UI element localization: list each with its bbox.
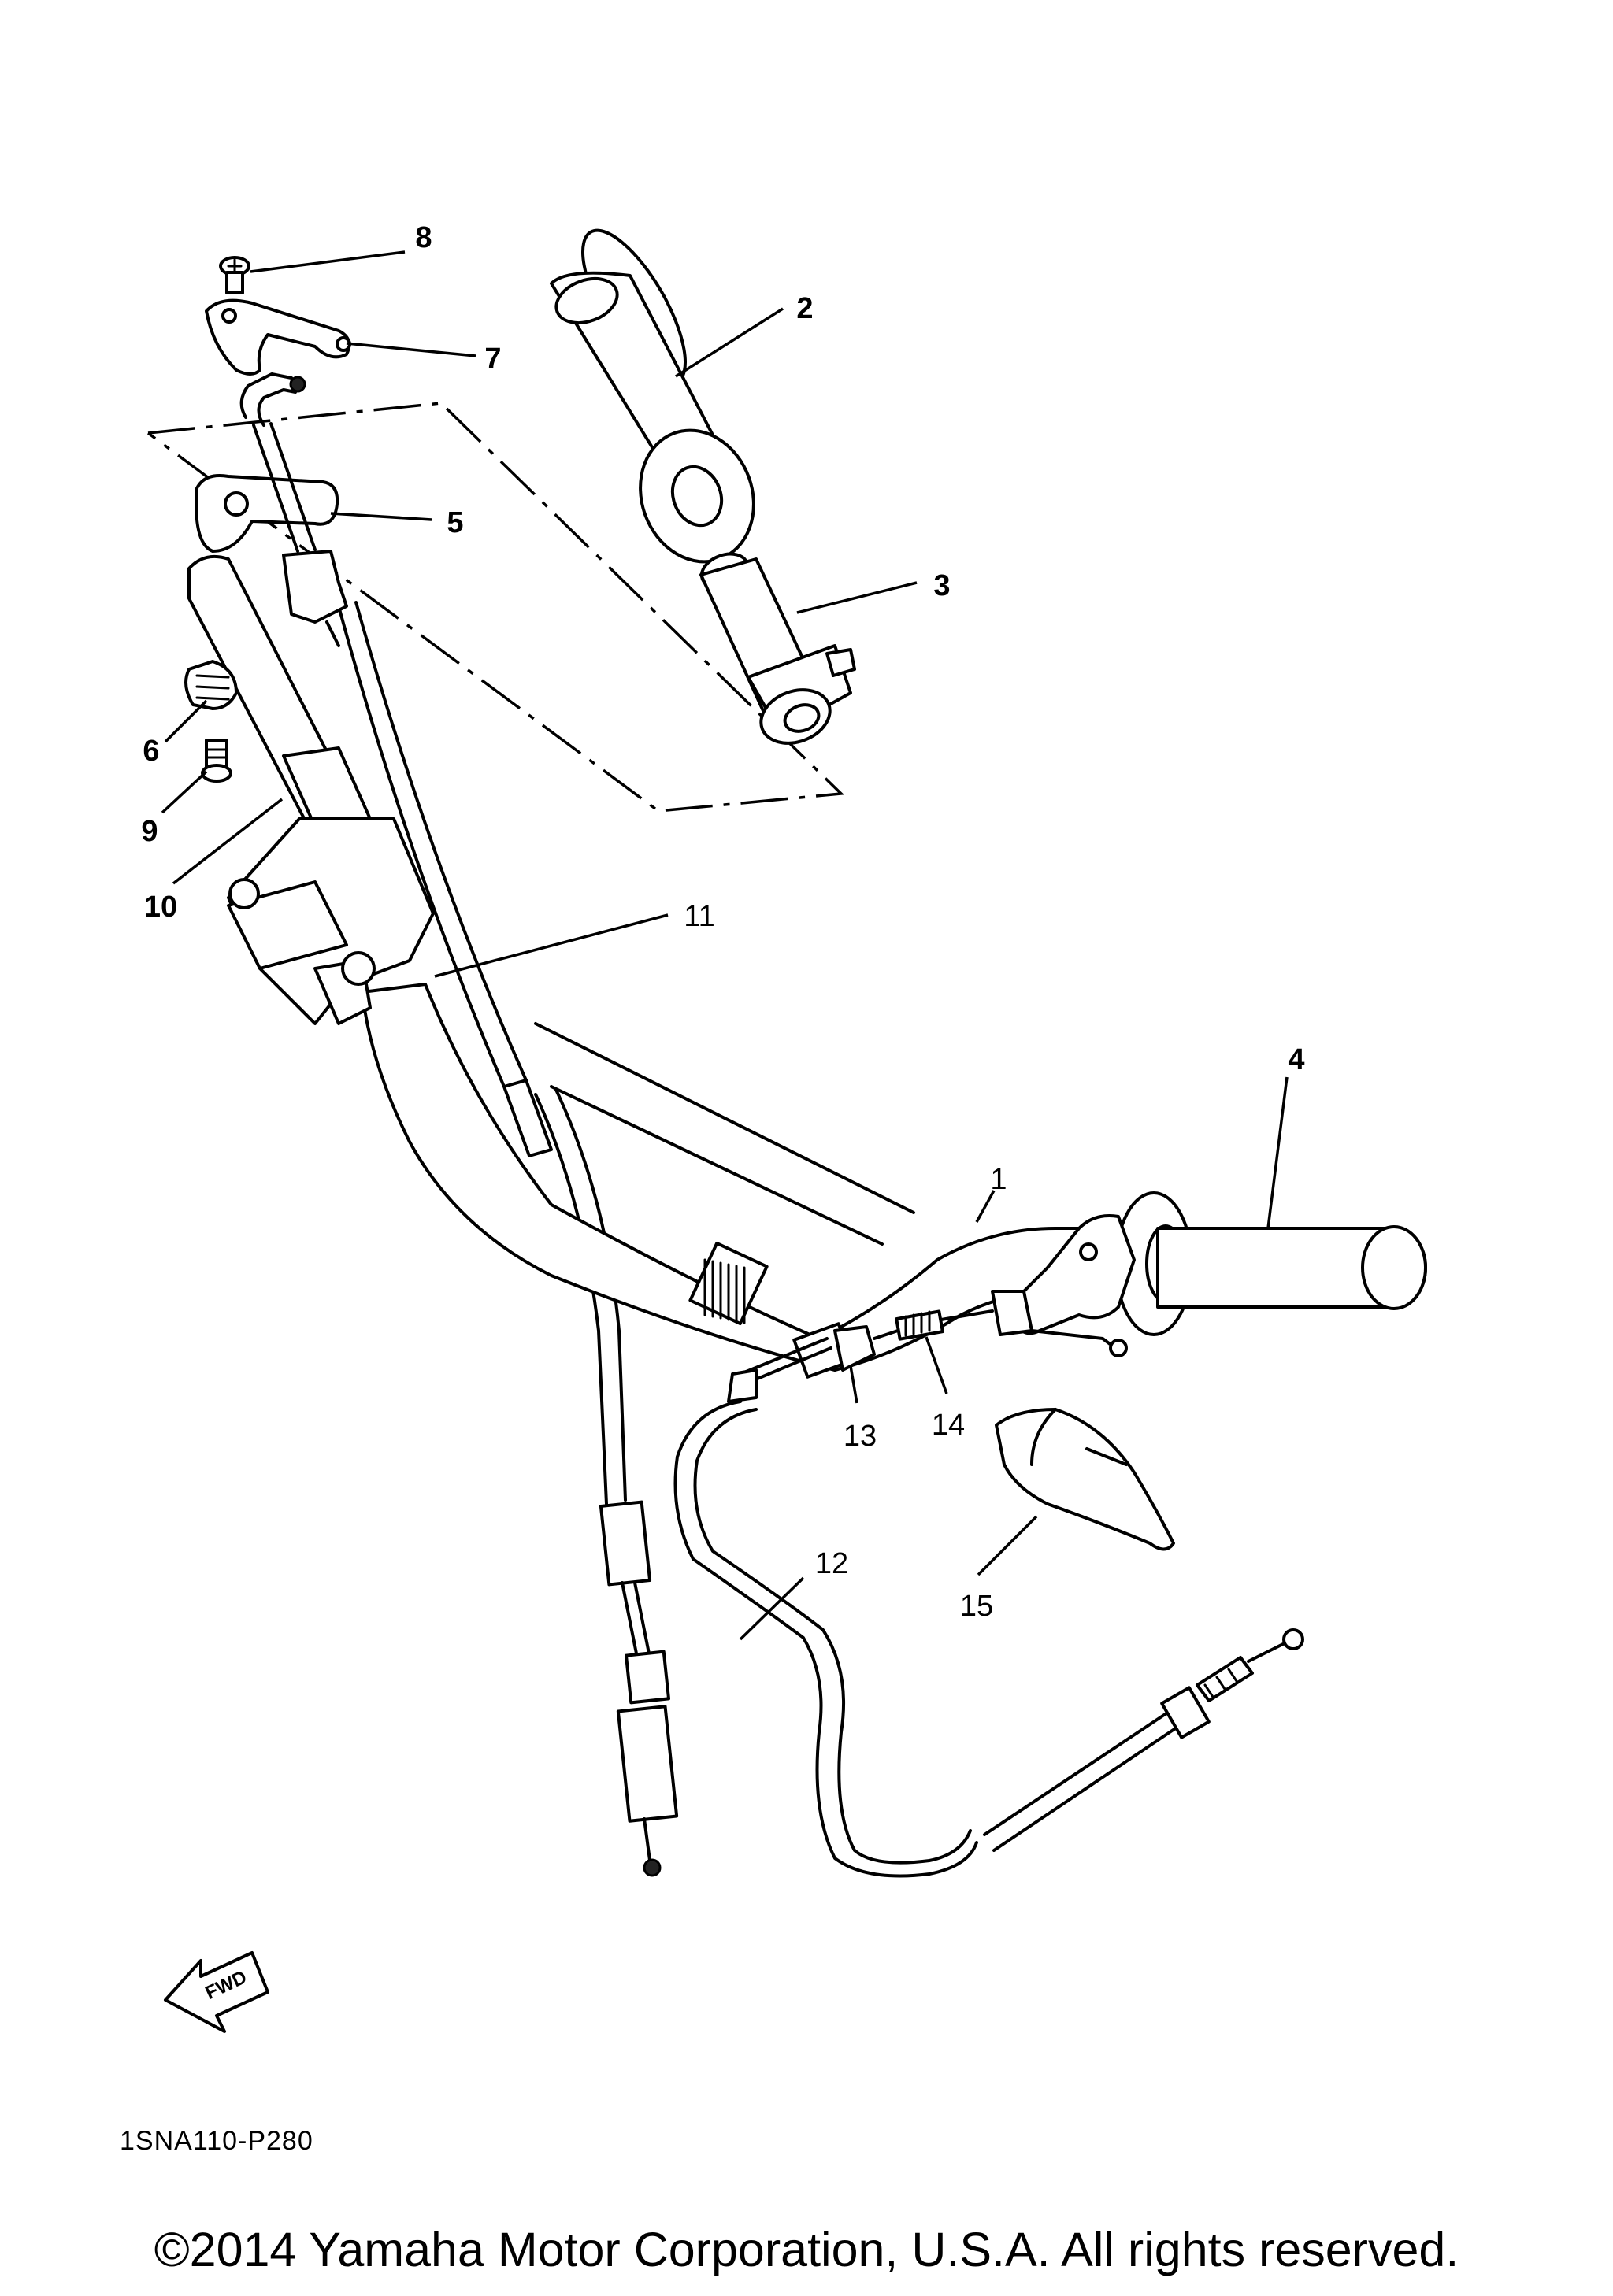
grip-4 bbox=[1114, 1191, 1427, 1336]
diagram-code: 1SNA110-P280 bbox=[120, 2126, 313, 2156]
callout-6: 6 bbox=[143, 735, 159, 768]
copyright-notice: ©2014 Yamaha Motor Corporation, U.S.A. A… bbox=[154, 2223, 1459, 2276]
callout-2: 2 bbox=[796, 292, 813, 325]
grip-2 bbox=[550, 228, 755, 564]
callout-12: 12 bbox=[815, 1547, 848, 1580]
callout-3: 3 bbox=[933, 569, 950, 602]
callout-1: 1 bbox=[990, 1163, 1007, 1196]
adjuster-14 bbox=[873, 1309, 994, 1341]
clutch-perch bbox=[991, 1214, 1136, 1357]
fwd-arrow-icon: FWD bbox=[164, 1951, 269, 2033]
cable-guide bbox=[195, 474, 339, 553]
throttle-tube-3 bbox=[699, 552, 856, 745]
callout-10: 10 bbox=[144, 891, 177, 924]
cable-cap bbox=[205, 298, 351, 376]
lever-cover-15 bbox=[995, 1408, 1175, 1551]
leader-lines bbox=[161, 250, 1289, 1641]
callout-7: 7 bbox=[484, 343, 501, 376]
callout-11: 11 bbox=[684, 900, 714, 933]
clutch-cable bbox=[673, 1368, 1304, 1878]
callout-15: 15 bbox=[960, 1590, 993, 1623]
screw-9 bbox=[201, 739, 232, 783]
callout-8: 8 bbox=[415, 221, 432, 254]
screw-8 bbox=[219, 256, 250, 294]
callout-4: 4 bbox=[1288, 1043, 1304, 1076]
subassembly-boundary bbox=[146, 402, 844, 813]
adjuster-13 bbox=[739, 1322, 876, 1386]
callout-14: 14 bbox=[932, 1409, 965, 1442]
bracket-6 bbox=[184, 660, 238, 710]
callout-5: 5 bbox=[447, 506, 463, 539]
cable-end-top bbox=[239, 372, 348, 647]
throttle-cable bbox=[337, 601, 679, 1877]
callout-13: 13 bbox=[844, 1420, 877, 1453]
throttle-grip-assembly bbox=[187, 555, 435, 1025]
callout-9: 9 bbox=[141, 815, 158, 848]
